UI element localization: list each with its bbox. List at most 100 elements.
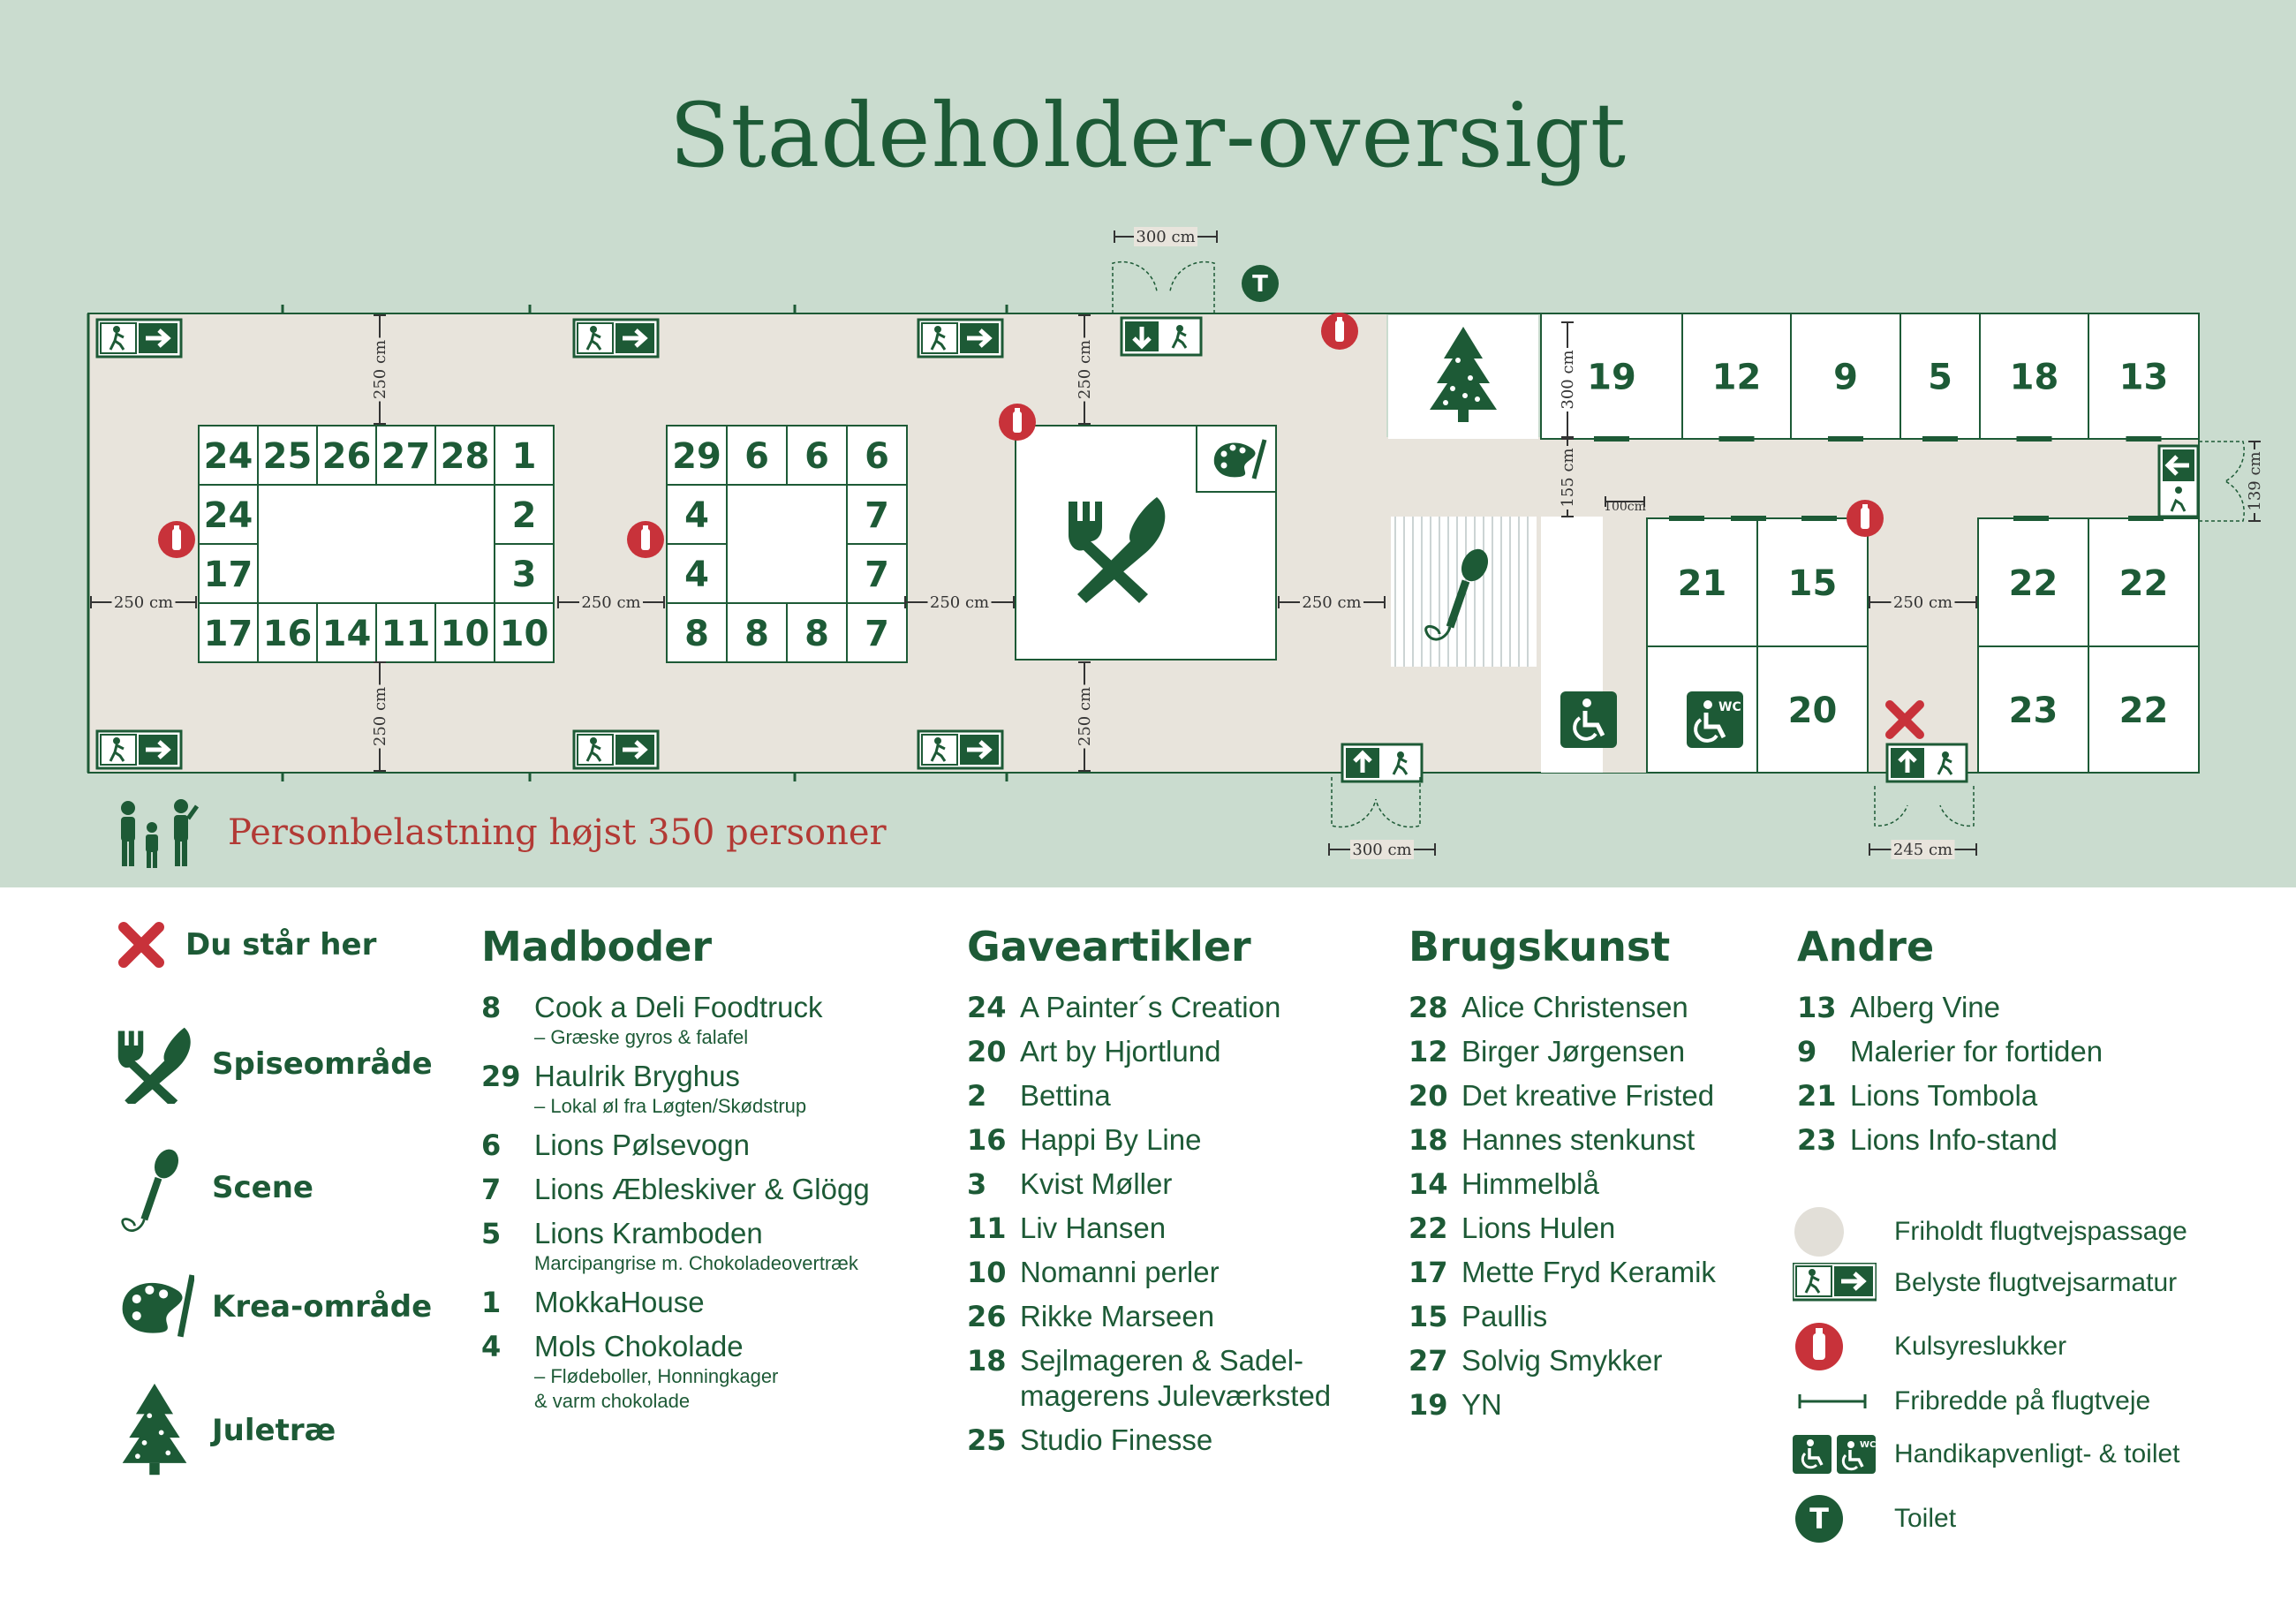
booth-cell bbox=[666, 543, 728, 604]
booth-number: 13 bbox=[1797, 991, 1837, 1024]
booth-number: 14 bbox=[322, 614, 372, 654]
booth-cell bbox=[666, 602, 728, 663]
exhibitor-name-block: Happi By Line bbox=[1020, 1122, 1201, 1158]
exhibitor-name: Art by Hjortlund bbox=[1020, 1035, 1221, 1068]
exhibitor-name: Malerier for fortiden bbox=[1850, 1035, 2103, 1068]
fire-extinguisher-icon bbox=[158, 521, 195, 558]
booth-number: 22 bbox=[1409, 1212, 1448, 1245]
booth-number: 7 bbox=[865, 495, 889, 536]
booth-number: 29 bbox=[481, 1060, 521, 1093]
exhibitor-name-block: Himmelblå bbox=[1461, 1166, 1599, 1202]
booth-number: 9 bbox=[1833, 357, 1858, 397]
exhibitor-name: Rikke Marseen bbox=[1020, 1300, 1215, 1332]
column-heading: Gaveartikler bbox=[967, 923, 1251, 970]
booth-number: 8 bbox=[684, 614, 709, 654]
symbol-accessible: WC Handikapvenligt- & toilet bbox=[1793, 1435, 2180, 1474]
booth-number: 3 bbox=[967, 1167, 987, 1201]
passage-circle-icon bbox=[1794, 1207, 1844, 1257]
booth-number: 23 bbox=[1797, 1123, 1837, 1157]
booth-number: 11 bbox=[381, 614, 431, 654]
booth-number: 26 bbox=[967, 1300, 1007, 1333]
booth-cell bbox=[375, 602, 436, 663]
booth-number: 14 bbox=[1409, 1167, 1448, 1201]
booth-number: 8 bbox=[481, 991, 502, 1024]
booth-number: 8 bbox=[744, 614, 769, 654]
booth-number: 2 bbox=[512, 495, 537, 536]
exhibitor-name-block: Haulrik Bryghus– Lokal øl fra Løgten/Skø… bbox=[534, 1059, 806, 1119]
booth-number: 13 bbox=[2119, 357, 2169, 397]
fire-extinguisher-icon bbox=[999, 404, 1036, 441]
booth-number: 3 bbox=[512, 555, 537, 595]
booth-number: 17 bbox=[204, 614, 253, 654]
booth-number: 7 bbox=[481, 1173, 502, 1206]
exhibitor-name: Lions Info-stand bbox=[1850, 1123, 2058, 1156]
booth-number: 18 bbox=[2010, 357, 2059, 397]
booth-number: 10 bbox=[500, 614, 549, 654]
exhibitor-name: Lions Tombola bbox=[1850, 1079, 2038, 1112]
exhibitor-name-block: Sejlmageren & Sadel-magerens Juleværkste… bbox=[1020, 1343, 1331, 1414]
booth-number: 17 bbox=[1409, 1256, 1448, 1289]
christmas-tree-icon bbox=[122, 1383, 187, 1476]
exhibitor-name: Sejlmageren & Sadel- bbox=[1020, 1344, 1304, 1377]
dimension-label: 300 cm bbox=[1136, 228, 1195, 246]
dimension-label: 250 cm bbox=[114, 593, 173, 612]
exhibitor-name-block: Solvig Smykker bbox=[1461, 1343, 1662, 1378]
hall-floor-right bbox=[1386, 437, 2199, 525]
svg-text:WC: WC bbox=[1860, 1440, 1876, 1450]
booth-cell bbox=[316, 602, 377, 663]
width-bar-icon bbox=[1798, 1394, 1867, 1408]
people-icon bbox=[121, 799, 199, 868]
exhibitor-name-block: Art by Hjortlund bbox=[1020, 1034, 1220, 1069]
exhibitor-name: Cook a Deli Foodtruck bbox=[534, 991, 823, 1023]
booth-number: 25 bbox=[967, 1423, 1007, 1457]
dimension-label: 250 cm bbox=[1893, 593, 1952, 612]
exhibitor-name: MokkaHouse bbox=[534, 1286, 705, 1318]
list-item: 18 Hannes stenkunst bbox=[1409, 1122, 1716, 1158]
booth-cell bbox=[198, 484, 259, 545]
exhibitor-name-block: A Painter´s Creation bbox=[1020, 990, 1280, 1025]
exhibitor-note: & varm chokolade bbox=[534, 1390, 691, 1412]
list-item: 23 Lions Info-stand bbox=[1797, 1122, 2103, 1158]
booth-number: 18 bbox=[1409, 1123, 1448, 1157]
legend-you-are-here: Du står her bbox=[115, 918, 376, 971]
symbol-toilet: T Toilet bbox=[1793, 1492, 1956, 1545]
exhibitor-name: Lions Kramboden bbox=[534, 1217, 763, 1249]
booth-number: 22 bbox=[2119, 563, 2169, 604]
exhibitor-name: Liv Hansen bbox=[1020, 1212, 1167, 1244]
exhibitor-name: Lions Pølsevogn bbox=[534, 1129, 750, 1161]
exhibitor-name-block: Mols Chokolade– Flødeboller, Honningkage… bbox=[534, 1329, 778, 1414]
symbol-width: Fribredde på flugtveje bbox=[1793, 1386, 2150, 1415]
exhibitor-name: Mols Chokolade bbox=[534, 1330, 744, 1363]
dimension-label: 300 cm bbox=[1352, 841, 1411, 859]
legend-stage: Scene bbox=[115, 1144, 313, 1232]
booth-number: 15 bbox=[1788, 563, 1838, 604]
booth-cell bbox=[1756, 645, 1869, 774]
palette-icon bbox=[1213, 439, 1267, 479]
symbol-exit: Belyste flugtvejsarmatur bbox=[1793, 1263, 2177, 1302]
dimension-label: 250 cm bbox=[371, 340, 389, 399]
exhibitor-name-block: Cook a Deli Foodtruck– Græske gyros & fa… bbox=[534, 990, 822, 1050]
exhibitor-name-block: Hannes stenkunst bbox=[1461, 1122, 1695, 1158]
booth-cell bbox=[2088, 517, 2200, 647]
booth-number: 27 bbox=[381, 436, 431, 477]
booth-number: 21 bbox=[1678, 563, 1727, 604]
list-item: 18 Sejlmageren & Sadel-magerens Juleværks… bbox=[967, 1343, 1331, 1414]
exhibitor-name-block: Kvist Møller bbox=[1020, 1166, 1172, 1202]
booth-number: 7 bbox=[865, 555, 889, 595]
booth-number: 4 bbox=[481, 1330, 502, 1363]
exhibitor-name: Himmelblå bbox=[1461, 1167, 1599, 1200]
booth-number: 18 bbox=[967, 1344, 1007, 1378]
accessible-icon: WC bbox=[1793, 1435, 1876, 1474]
